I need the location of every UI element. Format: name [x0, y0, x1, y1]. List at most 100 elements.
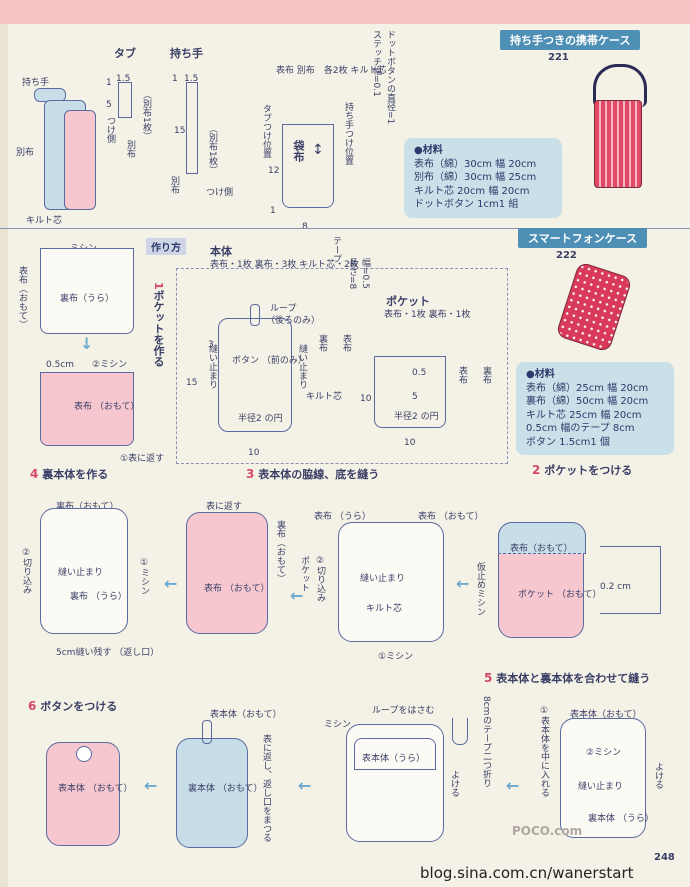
- loop-label: ループ: [270, 304, 297, 314]
- loop-after-label: （後ろのみ）: [266, 316, 321, 326]
- r5-urahontai-ura: 裏本体 （うら）: [588, 814, 654, 824]
- r6-hontai-omote: 表本体 （おもて）: [58, 784, 133, 794]
- r5-omote-top2: 表本体（おもて）: [570, 710, 642, 720]
- kaesu-label: ①表に返す: [120, 454, 165, 464]
- nuidomari-right: 縫い止まり: [297, 344, 307, 389]
- ura-hontai-outside: [176, 738, 248, 848]
- handle-dim-15b: 15: [174, 126, 186, 136]
- step2-heading: 2 ポケットをつける: [532, 463, 633, 477]
- r5-yokeru: よける: [449, 770, 459, 797]
- case-221-front-drawing: [64, 110, 96, 210]
- pocket-top-band: [498, 522, 586, 554]
- r6-omote-top: 表本体（おもて）: [210, 710, 282, 720]
- tape-label: テープ: [331, 236, 341, 263]
- cm05-label: 0.5cm: [46, 360, 75, 370]
- omote-pocket-label: 表布 （おもて）: [74, 402, 140, 412]
- r5-misin2: ②ミシン: [586, 748, 622, 758]
- pocket-list: 表布・1枚 裏布・1枚: [384, 310, 471, 320]
- down-arrow-icon: ↓: [80, 334, 94, 353]
- r5-misin: ミシン: [324, 720, 352, 730]
- misin2-label: ②ミシン: [92, 360, 128, 370]
- r4-ura-omote: 裏布（おもて）: [56, 502, 119, 512]
- tab-title: タブ: [114, 47, 136, 60]
- r5-yokeru2: よける: [653, 762, 663, 789]
- page-number: 248: [654, 852, 675, 863]
- dot-button-note: ドットボタンの直径=1: [385, 30, 395, 125]
- case-222-photo: [555, 261, 633, 353]
- bag-dim-1: 1: [270, 206, 276, 216]
- r5-ireru-vertical: ①表本体を中に入れる: [539, 706, 549, 797]
- r3-omote-ura: 表布 （うら）: [314, 512, 371, 522]
- r4-ura-ura: 裏布 （うら）: [70, 592, 127, 602]
- pocket-step1-omote: [40, 372, 134, 446]
- step1-heading: 1ポケットを作る: [152, 282, 165, 367]
- quilt-mid-label: キルト芯: [306, 392, 343, 402]
- left-arrow-icon-2: ←: [290, 586, 304, 605]
- hankei-label: 半径2 の円: [238, 414, 283, 424]
- folded-tape-icon: [452, 718, 468, 745]
- r2-cm02: 0.2 cm: [600, 582, 631, 592]
- quilt-label: キルト芯: [26, 216, 63, 226]
- pocket-dim-10-bottom: 10: [404, 438, 416, 448]
- materials-221: ●材料 表布（綿）30cm 幅 20cm 別布（綿）30cm 幅 25cm キル…: [404, 138, 562, 218]
- omote-label-vertical: 表布（おもて）: [17, 266, 27, 329]
- r3-kirikomi2: ②切り込み: [315, 556, 325, 602]
- ura-label: 裏布（うら）: [60, 294, 115, 304]
- r4-nokoshi: 5cm縫い残す （返し口）: [56, 648, 160, 658]
- loop-drawing: [250, 304, 260, 326]
- hontai-inner-flap: [354, 738, 436, 770]
- stitch-note: ステッチ幅=0.1: [371, 30, 381, 97]
- hontai-list: 表布・1枚 裏布・3枚 キルト芯・2枚: [210, 260, 359, 270]
- bag-dim-8: 8: [302, 222, 308, 232]
- bag-dim-12: 12: [268, 166, 280, 176]
- pocket-dim-5: 5: [412, 392, 418, 402]
- left-arrow-icon: ←: [164, 574, 178, 593]
- tab-pattern: [118, 82, 132, 118]
- case-handle-title: 持ち手つきの携帯ケース: [500, 30, 641, 50]
- r4-nuidomari: 縫い止まり: [58, 568, 104, 578]
- r3-kaesu: 表に返す: [206, 502, 243, 512]
- tab-dim-5: 5: [106, 100, 112, 110]
- r3-uranuno-vertical: 裏布（おもて）: [275, 520, 285, 583]
- omotenuno-vertical: 表布: [341, 334, 351, 352]
- r2-karidome: 仮止めミシン: [475, 562, 485, 616]
- r6-kaesu-vertical: 表に返し、返し口をまつる: [261, 734, 271, 842]
- r3-omote-omote: 表布 （おもて）: [204, 584, 270, 594]
- r3-misin-b: ①ミシン: [378, 652, 414, 662]
- tab-tsukegawa: つけ側: [105, 116, 115, 143]
- tab-betsununo: 別布: [125, 140, 135, 158]
- pocket-step1-ura: [40, 248, 134, 334]
- loop-drawing-2: [202, 720, 212, 744]
- poco-logo: POCO.com: [512, 824, 583, 838]
- pocket-title: ポケット: [386, 295, 430, 308]
- nuidomari-left: 縫い止まり: [207, 344, 217, 389]
- bag-pattern: [282, 124, 334, 208]
- handle-dim-1: 1: [172, 74, 178, 84]
- tape-dims: 幅=0.5 長さ=8: [347, 258, 370, 290]
- pattern-box: [176, 268, 508, 464]
- button-label: ボタン （前のみ）: [232, 356, 307, 366]
- step3-heading: 3 表本体の脇線、底を縫う: [246, 467, 380, 481]
- handle-betsu-1: （別布1枚）: [207, 124, 217, 175]
- step5-heading: 5 表本体と裏本体を合わせて縫う: [484, 671, 651, 685]
- hontai-dim-10: 10: [248, 448, 260, 458]
- blog-watermark: blog.sina.com.cn/wanerstart: [420, 864, 634, 882]
- item-number-222: 222: [556, 250, 577, 261]
- materials-222: ●材料 表布（綿）25cm 幅 20cm 裏布（綿）50cm 幅 20cm キル…: [516, 362, 674, 455]
- left-page-edge: [0, 24, 8, 887]
- left-arrow-icon-3: ←: [456, 574, 470, 593]
- pocket-dim-05: 0.5: [412, 368, 427, 378]
- smartphone-title: スマートフォンケース: [518, 228, 648, 248]
- button-icon: [76, 746, 92, 762]
- hontai-dim-15: 15: [186, 378, 198, 388]
- hontai-combined-drawing: [346, 724, 444, 842]
- case-221-photo: [594, 100, 642, 188]
- ura-hontai-drawing: [40, 508, 128, 634]
- pocket-pattern: [374, 356, 446, 428]
- r4-kirikomi: ②切り込み: [21, 548, 31, 594]
- tab-dim-15: 1.5: [116, 74, 131, 84]
- case-221-strap: [593, 64, 647, 107]
- pocket-detail-box: [600, 546, 661, 614]
- handle-pattern: [186, 82, 198, 174]
- pocket-hankei: 半径2 の円: [394, 412, 439, 422]
